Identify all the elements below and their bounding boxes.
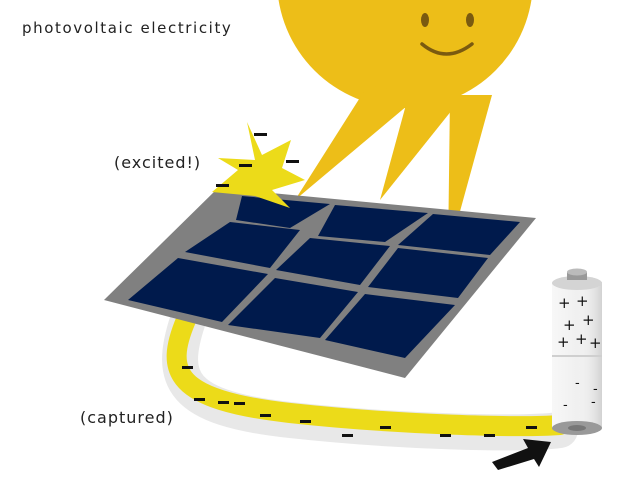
sun-icon (278, 0, 532, 255)
panel-cell (325, 294, 455, 358)
battery-top (552, 276, 602, 290)
battery-cap (567, 272, 587, 280)
panel-cell (318, 205, 428, 242)
battery-positive-charge: + (589, 334, 602, 352)
diagram-title: photovoltaic electricity (22, 19, 233, 37)
battery-positive-charge: + (575, 330, 588, 348)
battery (552, 268, 602, 435)
battery-negative-charge: - (575, 376, 580, 391)
excited-label: (excited!) (114, 153, 202, 172)
panel-cell (368, 248, 488, 298)
battery-positive-charge: + (576, 292, 589, 310)
captured-label: (captured) (80, 408, 174, 427)
battery-negative-charge: - (593, 382, 598, 397)
panel-cell (228, 278, 358, 338)
current-electrons (182, 366, 537, 437)
current-arrow-icon (492, 439, 551, 470)
panel-cell (398, 214, 520, 255)
panel-cell (185, 222, 300, 268)
solar-panel (104, 188, 536, 378)
battery-negative-charge: - (591, 395, 596, 410)
panel-cell (276, 238, 390, 285)
sun-smile (420, 42, 474, 56)
excited-electrons (216, 133, 299, 187)
sun-eye-right (466, 13, 474, 27)
spark-burst-icon (212, 122, 305, 208)
battery-negative-charge: - (563, 398, 568, 413)
current-flow (166, 310, 570, 437)
battery-positive-charge: + (558, 294, 571, 312)
battery-positive-charge: + (557, 333, 570, 351)
sun-eye-left (421, 13, 429, 27)
battery-positive-charge: + (582, 311, 595, 329)
panel-cell (128, 258, 268, 322)
battery-positive-charge: + (563, 316, 576, 334)
panel-cell (236, 196, 330, 228)
